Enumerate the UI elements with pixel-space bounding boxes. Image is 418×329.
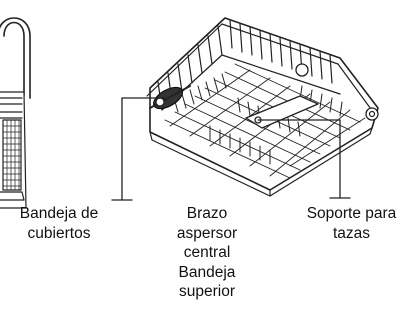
leader-lines	[111, 97, 351, 201]
label-cutlery-tray: Bandeja de cubiertos	[19, 205, 99, 242]
upper-rack-illustration	[146, 17, 379, 197]
label-central-spray-arm-upper-rack: Brazo aspersor central Bandeja superior	[176, 205, 238, 300]
label-cup-holder: Soporte para tazas	[306, 205, 397, 242]
cutlery-basket-illustration	[0, 17, 31, 209]
leader-cup	[257, 119, 341, 199]
